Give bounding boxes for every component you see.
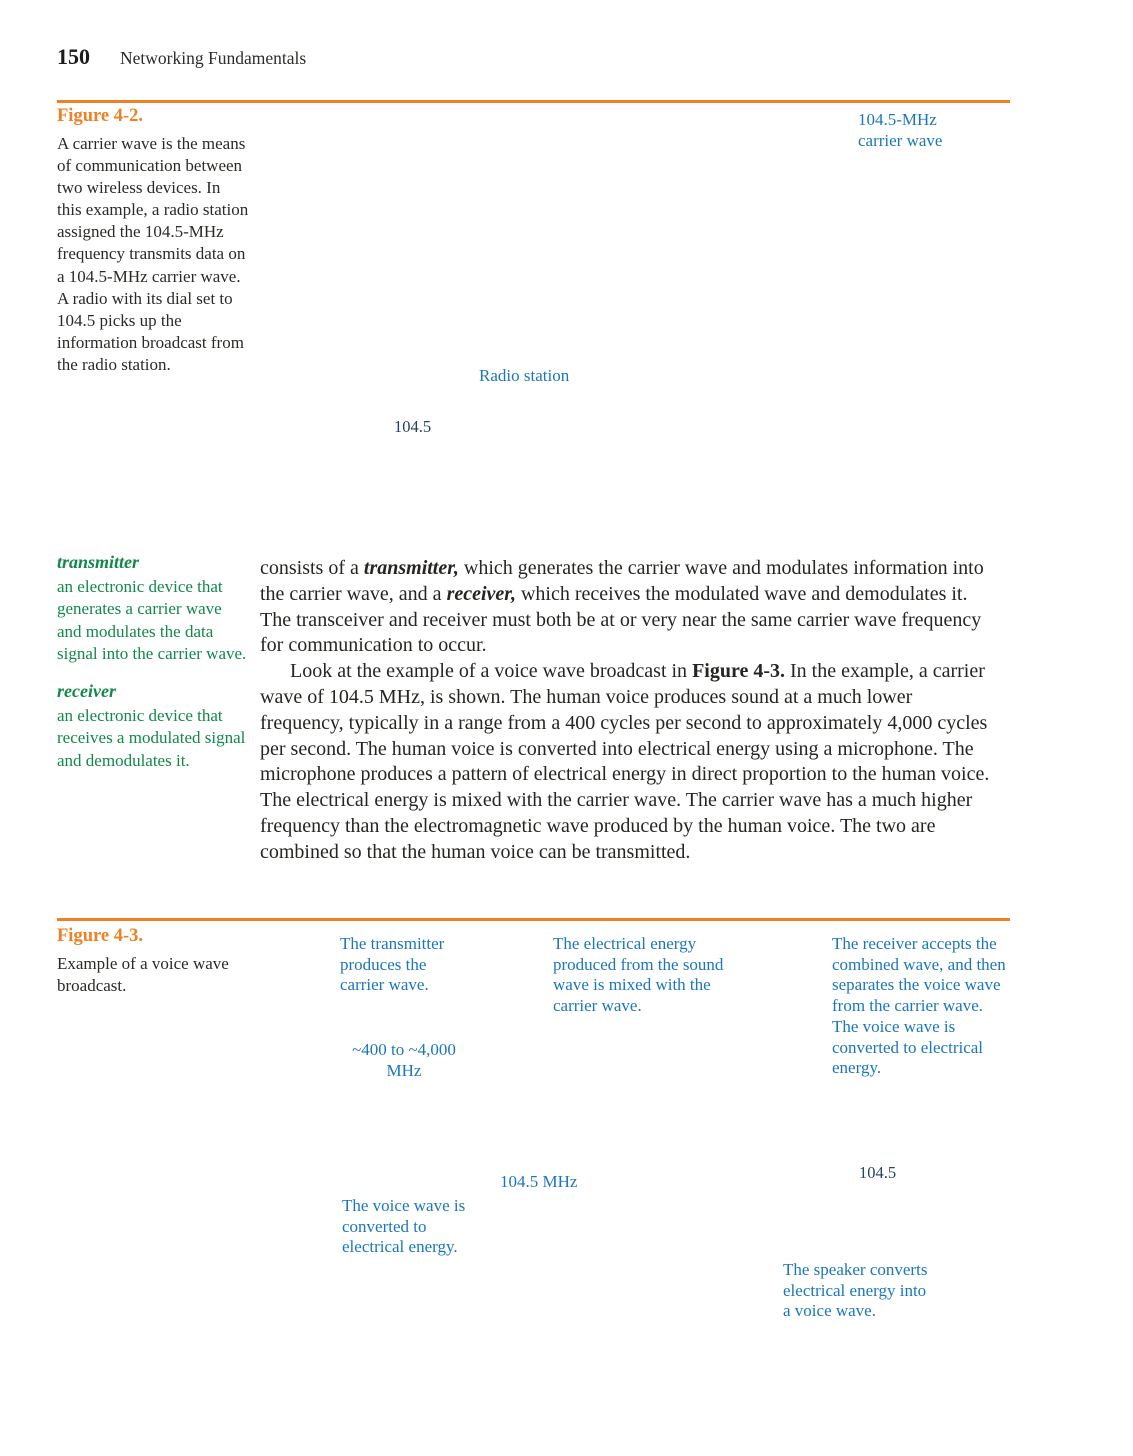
p2-figure-ref: Figure 4-3. [692,660,786,683]
radio-dial-value: 104.5 [394,417,432,436]
figure3-top-rule [57,918,1010,921]
p1-term-transmitter: transmitter, [363,557,459,579]
p2-text-2: In the example, a carrier wave of 104.5 … [260,660,990,863]
annotation-mixed: The electrical energy produced from the … [553,934,724,1016]
carrier-wave-label: 104.5-MHz carrier wave [858,110,943,150]
figure2-illustration [0,100,1133,512]
figure2-caption: A carrier wave is the means of communica… [57,134,249,374]
figure3-title: Figure 4-3. [57,926,143,946]
annotation-receiver: The receiver accepts the combined wave, … [832,934,1006,1078]
p1-text-2: which generates the carrier wave and mod… [260,557,984,605]
p1-text: consists of a [260,557,364,579]
paragraph-1: consists of a transmitter, which generat… [260,556,990,659]
figure2-top-rule [57,100,1010,103]
definition-term-transmitter: transmitter [57,552,140,572]
figure3-caption: Example of a voice wave broadcast. [57,954,229,996]
figure2-caption-block: Figure 4-2. A carrier wave is the means … [57,106,249,376]
voice-frequency-range-label: ~400 to ~4,000 MHz [352,1040,456,1080]
p1-text-3: which receives the modulated wave and de… [260,582,982,657]
definition-term-receiver: receiver [57,681,116,702]
margin-definitions: transmitter an electronic device that ge… [57,552,249,772]
annotation-speaker: The speaker converts electrical energy i… [783,1260,928,1321]
radio-station-label: Radio station [479,366,570,385]
annotation-transmitter: The transmitter produces the carrier wav… [340,934,445,995]
annotation-voice: The voice wave is converted to electrica… [342,1196,466,1257]
carrier-frequency-label: 104.5 MHz [500,1172,578,1191]
receiver-dial-value: 104.5 [859,1163,897,1182]
page-header-title: Networking Fundamentals [120,48,307,68]
definition-text-receiver: an electronic device that receives a mod… [57,706,246,770]
p2-text: Look at the example of a voice wave broa… [290,660,693,683]
figure3-caption-block: Figure 4-3. Example of a voice wave broa… [57,926,249,997]
page-number: 150 [57,44,90,69]
p1-term-receiver: receiver, [446,582,516,605]
definition-text-transmitter: an electronic device that generates a ca… [57,577,247,663]
page-header: 150 Networking Fundamentals [57,44,306,70]
body-text: consists of a transmitter, which generat… [260,556,990,866]
figure2-title: Figure 4-2. [57,106,143,126]
paragraph-2: Look at the example of a voice wave broa… [260,659,990,865]
